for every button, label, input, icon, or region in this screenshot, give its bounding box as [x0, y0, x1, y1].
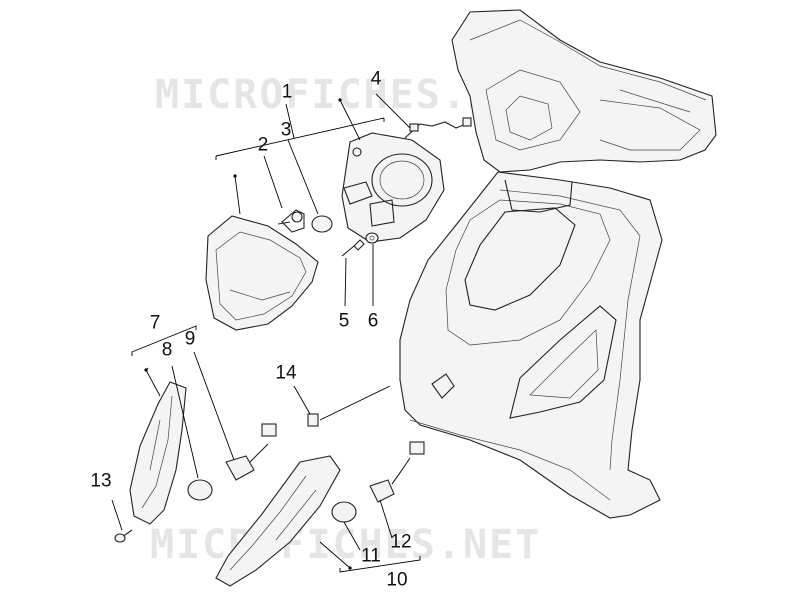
- callout-11: 11: [361, 545, 381, 567]
- callout-1: 1: [281, 81, 293, 103]
- callout-5: 5: [338, 310, 350, 332]
- left-signal-screw: [114, 529, 133, 543]
- callout-10: 10: [386, 569, 408, 591]
- callout-8: 8: [161, 339, 173, 361]
- parking-bulb: [311, 215, 333, 233]
- left-turn-signal: [129, 381, 187, 525]
- clip: [307, 413, 319, 427]
- callout-2: 2: [257, 134, 269, 156]
- right-turn-signal: [215, 455, 341, 587]
- headlamp-bulb: [277, 209, 305, 233]
- right-signal-bulb: [331, 501, 357, 523]
- right-signal-socket: [369, 441, 425, 503]
- callout-7: 7: [149, 312, 161, 334]
- callout-12: 12: [390, 531, 412, 553]
- callout-3: 3: [280, 119, 292, 141]
- callout-4: 4: [370, 68, 382, 90]
- callout-9: 9: [184, 328, 196, 350]
- headlamp-wiring: [404, 117, 472, 139]
- callout-14: 14: [275, 362, 297, 384]
- callout-6: 6: [367, 310, 379, 332]
- headlight-lens: [205, 215, 319, 331]
- headlamp-housing: [341, 132, 445, 243]
- headlamp-screw: [341, 239, 365, 257]
- handlebar-cover: [451, 9, 717, 173]
- leader-lines: [111, 93, 421, 573]
- front-shield: [399, 171, 663, 519]
- left-signal-socket: [225, 423, 277, 481]
- headlamp-washer: [365, 232, 379, 244]
- callout-13: 13: [90, 470, 112, 492]
- watermark-bottom: MICROFICHES.NET: [150, 522, 542, 568]
- left-signal-bulb: [187, 479, 213, 501]
